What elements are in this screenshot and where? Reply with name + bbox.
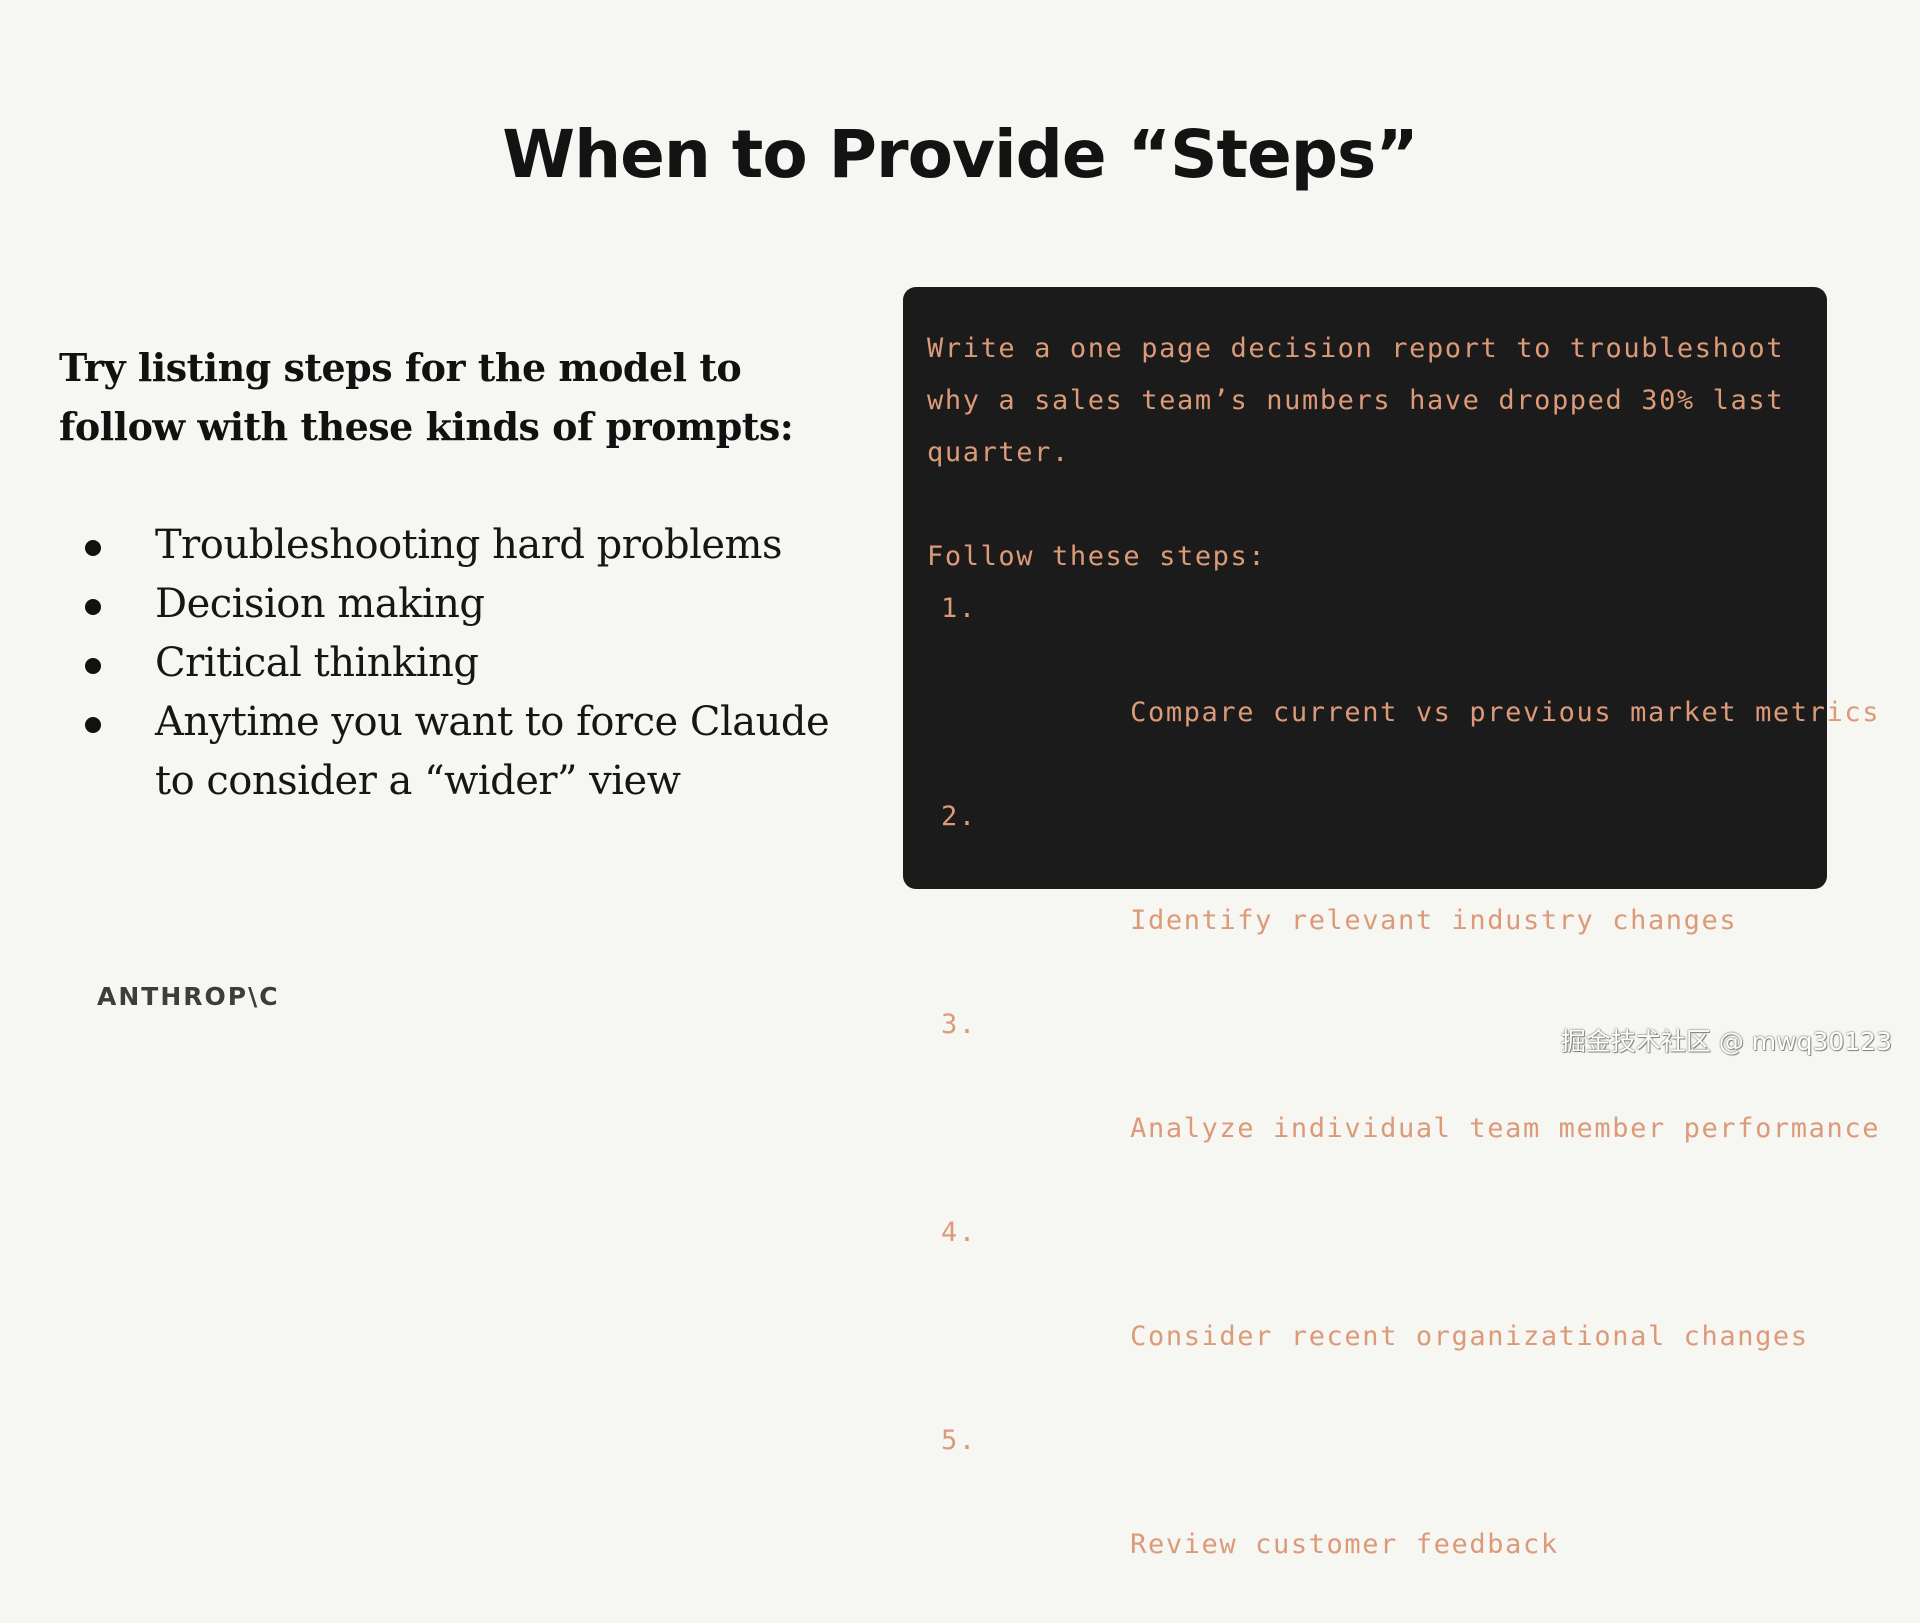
prompt-line: why a sales team’s numbers have dropped … <box>927 385 1785 416</box>
bullet-text: Critical thinking <box>155 640 479 686</box>
step-text: Compare current vs previous market metri… <box>1130 697 1881 728</box>
step-item: 5. Review customer feedback <box>927 1415 1803 1623</box>
prompt-line: quarter. <box>927 437 1070 468</box>
bullet-item: Troubleshooting hard problems <box>59 516 859 575</box>
bullet-item: Decision making <box>59 575 859 634</box>
bullet-item: Critical thinking <box>59 634 859 693</box>
step-text: Review customer feedback <box>1130 1529 1559 1560</box>
blank-line <box>927 479 1803 531</box>
intro-line-2: follow with these kinds of prompts: <box>59 404 794 449</box>
left-column: Try listing steps for the model to follo… <box>59 338 859 811</box>
bullet-text-continued: to consider a “wider” view <box>155 758 681 804</box>
step-number: 5. <box>941 1425 977 1456</box>
intro-text: Try listing steps for the model to follo… <box>59 338 859 456</box>
watermark: 掘金技术社区 @ mwq30123 <box>1560 1027 1892 1056</box>
bullet-text: Anytime you want to force Claude <box>155 699 830 745</box>
bullet-dot-icon <box>85 599 101 615</box>
step-number: 3. <box>941 1009 977 1040</box>
steps-heading: Follow these steps: <box>927 541 1267 572</box>
bullet-list: Troubleshooting hard problems Decision m… <box>59 516 859 811</box>
slide-title: When to Provide “Steps” <box>502 116 1418 194</box>
bullet-item: Anytime you want to force Claude to cons… <box>59 693 859 811</box>
intro-line-1: Try listing steps for the model to <box>59 345 742 390</box>
anthropic-logo: ANTHROP\C <box>97 982 280 1011</box>
prompt-line: Write a one page decision report to trou… <box>927 333 1785 364</box>
step-text: Analyze individual team member performan… <box>1130 1113 1881 1144</box>
bullet-text: Troubleshooting hard problems <box>155 522 783 568</box>
step-number: 2. <box>941 801 977 832</box>
prompt-code-panel: Write a one page decision report to trou… <box>903 287 1878 1560</box>
step-text: Identify relevant industry changes <box>1130 905 1738 936</box>
bullet-dot-icon <box>85 540 101 556</box>
step-text: Consider recent organizational changes <box>1130 1321 1809 1352</box>
step-number: 1. <box>941 593 977 624</box>
bullet-dot-icon <box>85 717 101 733</box>
step-item: 4. Consider recent organizational change… <box>927 1207 1807 1415</box>
steps-list: 1. Compare current vs previous market me… <box>927 583 1878 1623</box>
step-item: 2. Identify relevant industry changes <box>927 791 1803 999</box>
step-number: 4. <box>941 1217 977 1248</box>
step-item: 1. Compare current vs previous market me… <box>927 583 1878 791</box>
bullet-dot-icon <box>85 658 101 674</box>
bullet-text: Decision making <box>155 581 485 627</box>
